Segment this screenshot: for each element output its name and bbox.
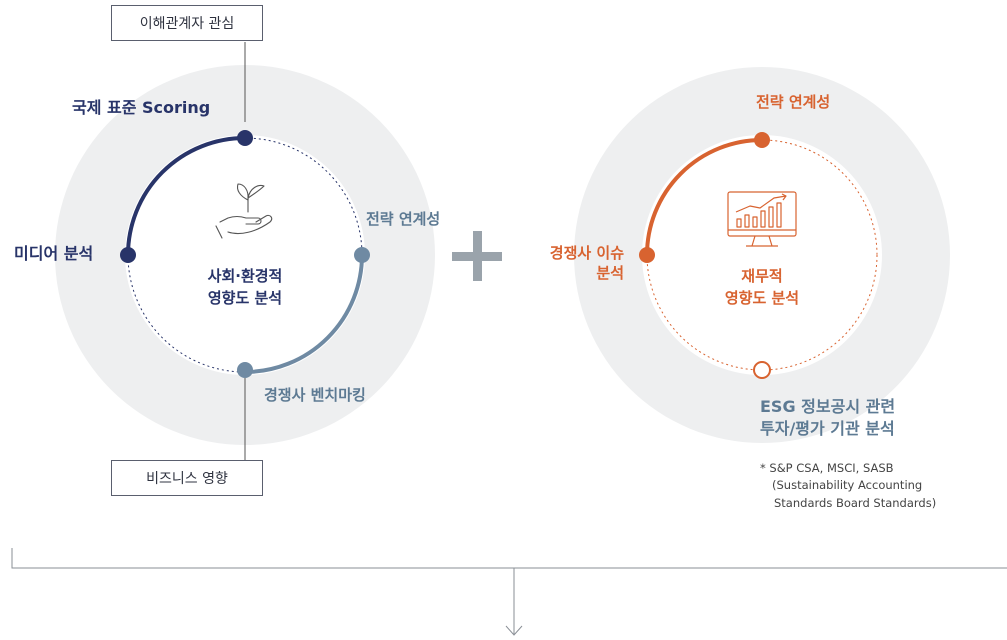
left-top-dot [237,130,253,146]
left-steel-arc [244,254,364,374]
business-impact-label: 비즈니스 영향 [146,471,228,487]
competitor-issue-analysis-label: 경쟁사 이슈 분석 [524,243,624,284]
right-top-dot [754,132,770,148]
right-strategy-link-label: 전략 연계성 [756,93,831,111]
social-environmental-impact-title: 사회·환경적 영향도 분석 [175,266,315,310]
esg-disclosure-line2: 투자/평가 기관 분석 [760,418,895,438]
right-left-dot [639,247,655,263]
social-environmental-line2: 영향도 분석 [207,288,283,307]
left-left-dot [120,247,136,263]
financial-impact-line1: 재무적 [741,267,783,285]
competitor-benchmarking-label: 경쟁사 벤치마킹 [264,386,366,404]
left-bottom-dot [237,362,253,378]
note-line3: Standards Board Standards) [774,495,937,510]
bottom-bracket [11,548,1007,634]
down-arrow-icon [505,625,523,636]
plus-icon [452,231,502,281]
stakeholder-interest-box: 이해관계자 관심 [111,5,263,41]
business-impact-box: 비즈니스 영향 [111,460,263,496]
competitor-issue-line2: 분석 [596,264,624,283]
social-environmental-line1: 사회·환경적 [207,267,283,285]
note-line2: (Sustainability Accounting [772,478,923,493]
international-standard-scoring-label: 국제 표준 Scoring [72,98,211,117]
media-analysis-label: 미디어 분석 [14,244,94,263]
left-inner-disc [125,135,365,375]
left-strategy-link-label: 전략 연계성 [366,210,441,228]
note-line1: * S&P CSA, MSCI, SASB [760,461,894,475]
stakeholder-interest-label: 이해관계자 관심 [139,16,235,32]
competitor-issue-line1: 경쟁사 이슈 [549,244,624,262]
right-bottom-dot [753,361,771,379]
monitor-chart-icon [727,191,797,247]
esg-disclosure-analysis-label: ESG 정보공시 관련 투자/평가 기관 분석 [760,396,895,439]
left-right-dot [354,247,370,263]
left-navy-arc [126,136,246,256]
rating-agencies-note: * S&P CSA, MSCI, SASB (Sustainability Ac… [760,460,936,512]
right-inner-disc [642,135,882,375]
financial-impact-title: 재무적 영향도 분석 [692,266,832,310]
financial-impact-line2: 영향도 분석 [724,288,800,307]
right-orange-arc [645,138,763,256]
plant-in-hand-icon [215,183,273,239]
esg-disclosure-line1: ESG 정보공시 관련 [760,397,896,416]
